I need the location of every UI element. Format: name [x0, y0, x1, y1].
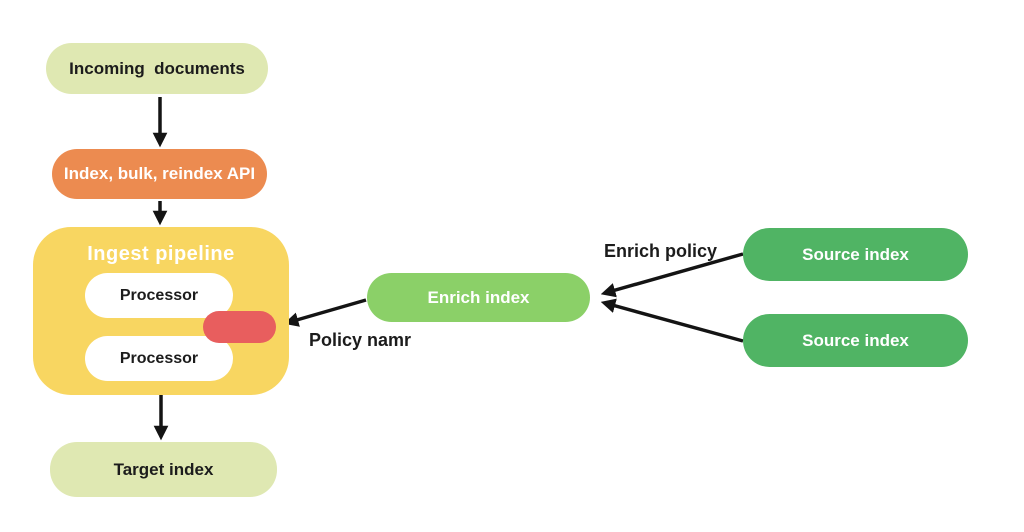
- incoming-documents-node: Incoming documents: [46, 43, 268, 94]
- target-index-node: Target index: [50, 442, 277, 497]
- source-index-node-top: Source index: [743, 228, 968, 281]
- processor-node-2: Processor: [85, 336, 233, 381]
- arrow-enrichindex-to-processor: [283, 298, 367, 327]
- enrich-index-node: Enrich index: [367, 273, 590, 322]
- ingest-pipeline-title: Ingest pipeline: [87, 243, 235, 265]
- enrich-processor-pill: [203, 311, 276, 343]
- enrich-policy-label: Enrich policy: [604, 241, 718, 261]
- index-bulk-reindex-api-node: Index, bulk, reindex API: [52, 149, 267, 199]
- source-index-node-bottom: Source index: [743, 314, 968, 367]
- arrow-source-bottom-to-enrichindex: [600, 298, 744, 343]
- processor-node-1: Processor: [85, 273, 233, 318]
- policy-name-label: Policy namr: [309, 330, 412, 350]
